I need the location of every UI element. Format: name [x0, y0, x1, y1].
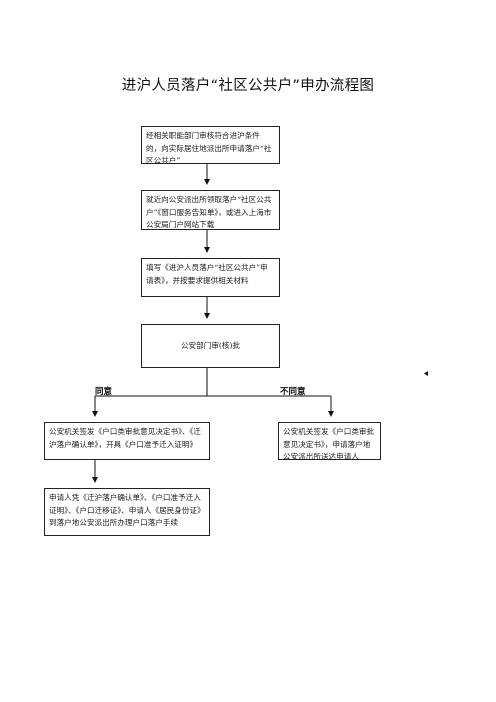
stray-marker — [424, 371, 428, 376]
reject-result-box: 公安机关签发《户口类审批意见决定书》，申请落户地公安派出所送达申请人 — [278, 422, 381, 461]
approve-result-box: 公安机关签发《户口类审批意见决定书》、《迁沪落户确认单》，开具《户口准予迁入证明… — [44, 422, 210, 460]
final-step-box: 申请人凭《迁沪落户确认单》、《户口准予迁入证明》、《户口迁移证》、申请人《居民身… — [44, 488, 210, 536]
branch-approve-label: 同意 — [95, 387, 113, 397]
page-title: 进沪人员落户“社区公共户”申办流程图 — [121, 78, 375, 94]
step3-box: 填写《进沪人员落户“社区公共户”申请表》，并按要求提供相关材料 — [141, 258, 280, 297]
branch-reject-label: 不同意 — [280, 387, 306, 397]
step4-box: 公安部门审(核)批 — [141, 324, 280, 368]
step2-box: 就近向公安派出所领取落户“社区公共户”《窗口服务告知单》，或进入上海市公安局门户… — [141, 190, 280, 230]
step1-box: 经相关职能部门审核符合进沪条件的，向实际居住地派出所申请落户“社区公共户” — [141, 126, 280, 165]
